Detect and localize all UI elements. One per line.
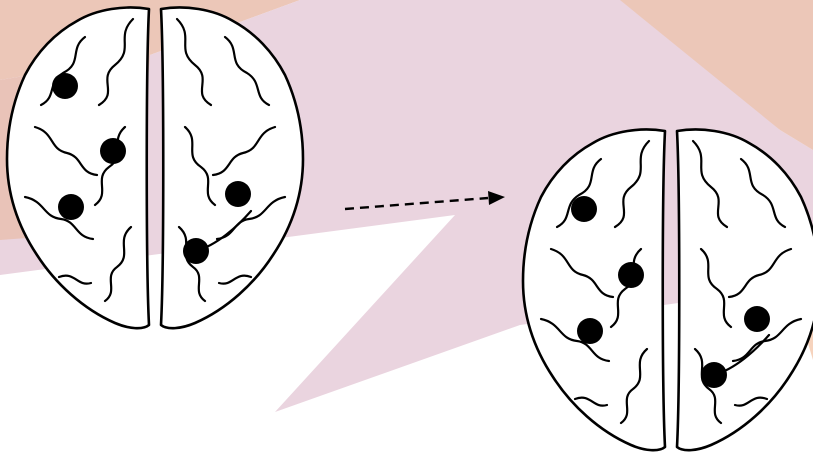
marker-dot xyxy=(577,318,603,344)
marker-dot xyxy=(225,181,251,207)
marker-dot xyxy=(618,262,644,288)
marker-dot xyxy=(571,196,597,222)
marker-dot xyxy=(100,138,126,164)
marker-dot xyxy=(58,194,84,220)
marker-dot xyxy=(52,73,78,99)
marker-dot xyxy=(744,306,770,332)
